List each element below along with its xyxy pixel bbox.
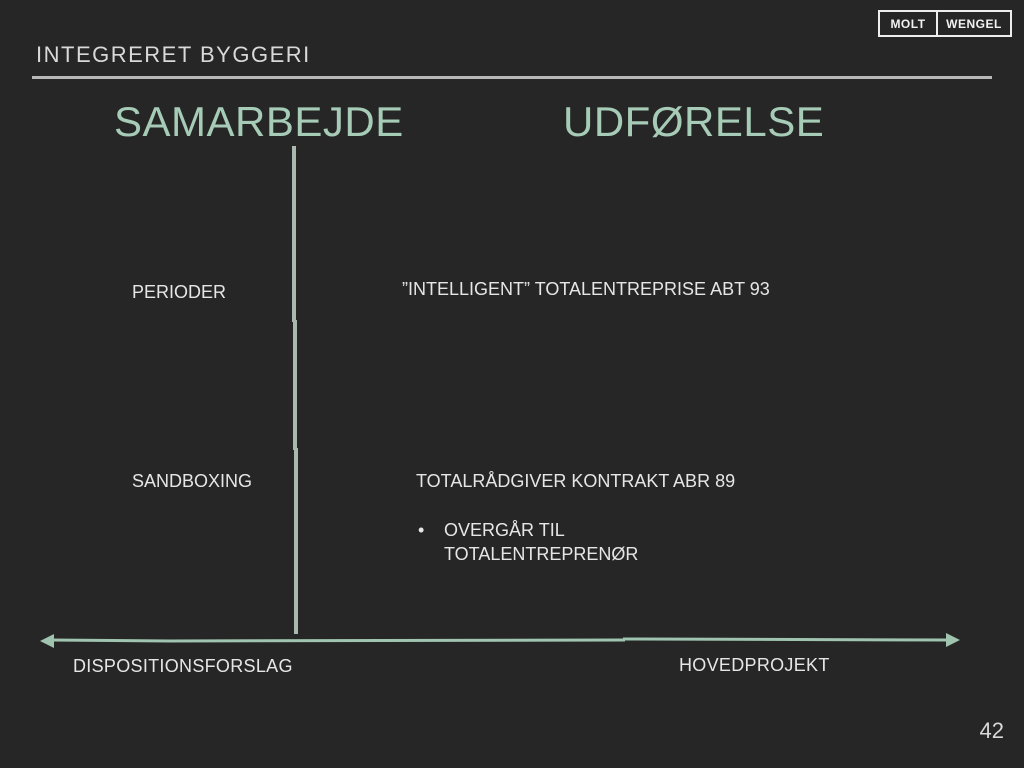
logo-right-text: WENGEL [946,16,1002,31]
divider-segment-top [292,146,296,322]
bullet-text: OVERGÅR TIL TOTALENTREPRENØR [444,520,639,564]
heading-samarbejde: SAMARBEJDE [114,98,404,145]
divider-segment-middle [293,320,297,450]
heading-udfoerelse: UDFØRELSE [563,98,825,145]
timeline-segment-3 [622,637,951,642]
page-number: 42 [979,718,1004,743]
timeline-segment-2 [167,638,626,643]
row1-left-text: PERIODER [132,282,227,302]
logo-left-text: MOLT [880,12,938,35]
timeline-label-left: DISPOSITIONSFORSLAG [73,656,293,676]
timeline-arrowhead-left [40,634,54,648]
divider-segment-bottom [294,448,298,634]
bullet-marker: • [418,520,425,540]
timeline-arrowhead-right [946,633,960,647]
slide-title: INTEGRERET BYGGERI [36,42,311,67]
row1-right-text: ”INTELLIGENT” TOTALENTREPRISE ABT 93 [402,279,770,299]
row2-right-text: TOTALRÅDGIVER KONTRAKT ABR 89 [416,471,736,491]
row2-left-text: SANDBOXING [132,471,253,491]
timeline-segment-1 [49,638,171,643]
timeline-label-right: HOVEDPROJEKT [679,655,830,675]
company-logo: MOLT WENGEL [878,10,1012,37]
bullet-item: • OVERGÅR TIL TOTALENTREPRENØR [418,518,704,566]
title-underline [32,76,992,79]
